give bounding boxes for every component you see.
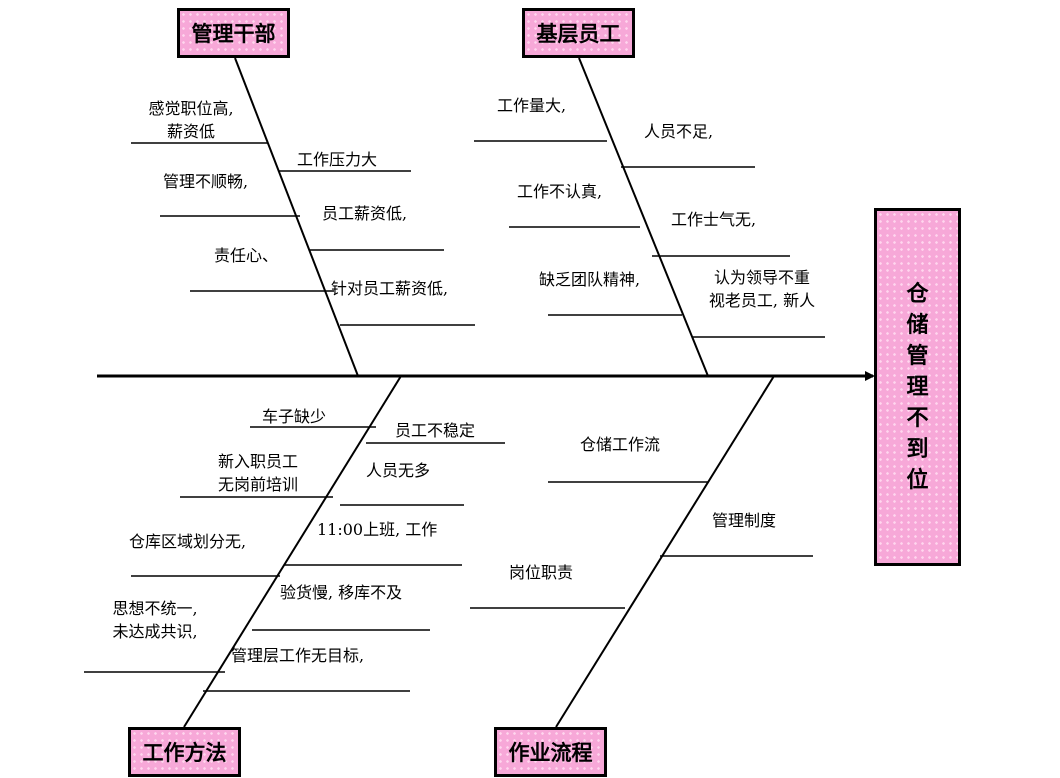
cause-label: 验货慢, 移库不及: [280, 583, 403, 602]
bone-staff: [578, 57, 709, 377]
problem-char: 位: [906, 467, 929, 493]
cause-label: 认为领导不重 视老员工, 新人: [692, 266, 832, 312]
cause-label: 工作士气无,: [671, 210, 757, 229]
cause-label: 针对员工薪资低,: [331, 279, 449, 298]
category-box-process: 作业流程: [494, 727, 607, 777]
cause-label-line: 新入职员工: [217, 452, 298, 471]
cause-label: 11:00上班, 工作: [317, 520, 438, 539]
problem-char: 不: [906, 405, 929, 431]
ribs-process: [470, 481, 813, 609]
cause-label-line: 无岗前培训: [217, 475, 298, 494]
cause-label: 仓储工作流: [580, 435, 661, 454]
problem-char: 储: [906, 312, 929, 338]
cause-label: 管理层工作无目标,: [231, 646, 365, 665]
cause-label-line: 未达成共识,: [112, 622, 198, 641]
cause-label: 新入职员工 无岗前培训: [195, 450, 321, 496]
cause-label-line: 薪资低: [166, 122, 215, 141]
cause-label: 人员无多: [366, 461, 431, 480]
cause-label: 工作压力大: [297, 150, 378, 169]
ribs-staff: [474, 140, 825, 338]
problem-char: 管: [906, 343, 929, 369]
cause-label-line: 视老员工, 新人: [708, 291, 816, 310]
ribs-method: [84, 426, 505, 692]
cause-label: 责任心、: [214, 246, 279, 265]
cause-label: 缺乏团队精神,: [539, 270, 641, 289]
category-box-staff: 基层员工: [522, 8, 635, 58]
cause-label: 思想不统一, 未达成共识,: [92, 597, 218, 643]
cause-label: 员工薪资低,: [322, 204, 408, 223]
cause-label: 仓库区域划分无,: [129, 532, 247, 551]
cause-label-line: 认为领导不重: [713, 268, 810, 287]
bone-management: [234, 57, 359, 377]
cause-label: 工作量大,: [497, 96, 567, 115]
problem-head-box: 仓 储 管 理 不 到 位: [874, 208, 961, 566]
cause-label: 车子缺少: [262, 407, 327, 426]
bone-method: [183, 375, 402, 728]
problem-char: 理: [906, 374, 929, 400]
cause-label: 管理不顺畅,: [163, 172, 249, 191]
cause-label: 感觉职位高, 薪资低: [126, 97, 256, 143]
cause-label: 工作不认真,: [517, 182, 603, 201]
cause-label: 员工不稳定: [395, 421, 476, 440]
cause-label-line: 思想不统一,: [112, 599, 198, 618]
ribs-management: [131, 142, 475, 326]
cause-label: 人员不足,: [644, 122, 714, 141]
cause-label: 管理制度: [712, 511, 777, 530]
cause-label: 岗位职责: [509, 563, 574, 582]
category-box-management: 管理干部: [177, 8, 290, 58]
category-box-method: 工作方法: [128, 727, 241, 777]
problem-char: 到: [906, 436, 929, 462]
cause-label-line: 感觉职位高,: [148, 99, 234, 118]
problem-char: 仓: [906, 281, 929, 307]
bone-process: [555, 375, 775, 728]
